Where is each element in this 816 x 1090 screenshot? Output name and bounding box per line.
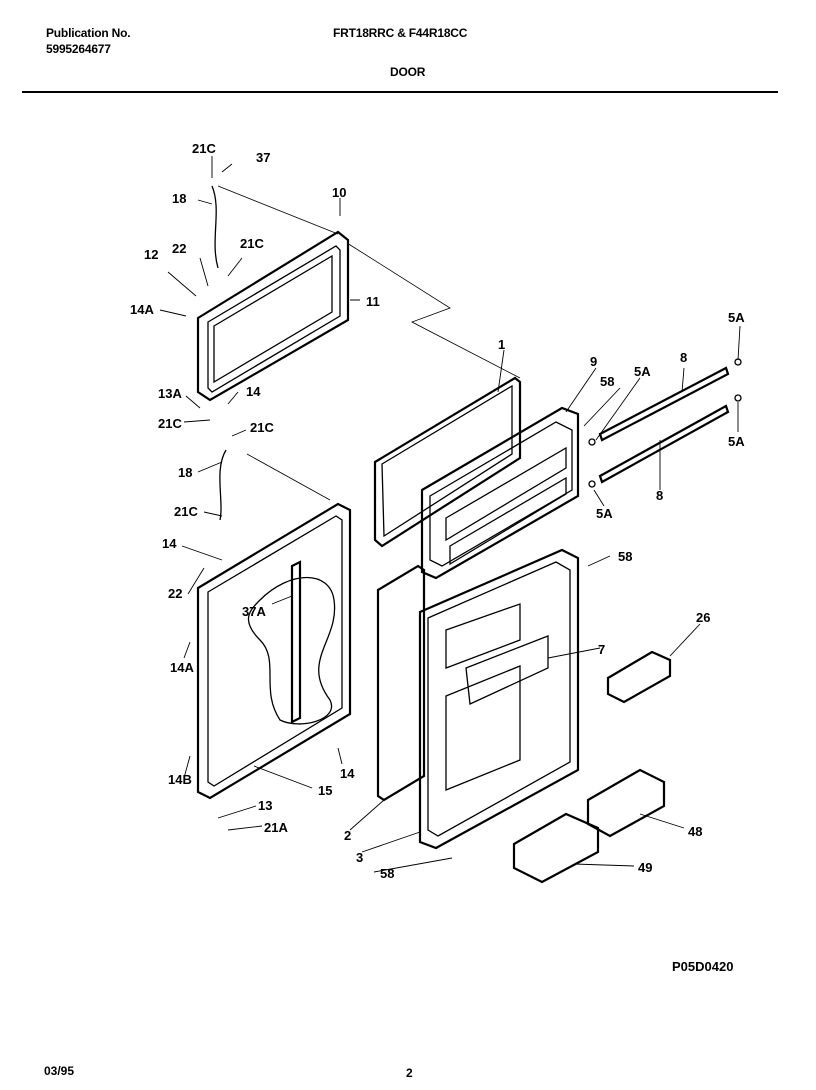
door-bin-large [586,768,666,838]
freezer-door-liner [196,230,350,402]
label-22: 22 [172,241,186,256]
label-7: 7 [598,642,605,657]
leader-lines [159,156,741,873]
fresh-food-door-liner [418,548,580,850]
label-18: 18 [172,191,186,206]
label-1: 1 [498,337,505,352]
label-21a: 21A [264,820,288,835]
label-10: 10 [332,185,346,200]
label-58: 58 [618,549,632,564]
fresh-food-door-outer [196,502,352,800]
wiring-harness-lower [219,449,227,521]
label-14: 14 [246,384,261,399]
shelf-end-cap [588,438,596,446]
label-11: 11 [366,294,380,309]
freezer-door-shelf-liner [420,406,580,580]
label-15: 15 [318,783,332,798]
wiring-harness-upper [211,185,219,269]
label-3: 3 [356,850,363,865]
label-48: 48 [688,824,702,839]
label-12: 12 [144,247,158,262]
label-58: 58 [380,866,394,881]
header-rule [22,91,778,93]
label-21c: 21C [174,504,198,519]
fresh-food-door-gasket [376,564,426,802]
label-9: 9 [590,354,597,369]
label-5a: 5A [596,506,613,521]
door-bin-small [512,812,600,884]
label-21c: 21C [192,141,216,156]
label-26: 26 [696,610,710,625]
publication-label: Publication No. [46,26,131,40]
label-21c: 21C [250,420,274,435]
label-8: 8 [656,488,663,503]
label-21c: 21C [240,236,264,251]
label-37: 37 [256,150,270,165]
label-2: 2 [344,828,351,843]
label-13: 13 [258,798,272,813]
model-title: FRT18RRC & F44R18CC [333,26,468,40]
label-14b: 14B [168,772,192,787]
label-5a: 5A [728,310,745,325]
diagram-code: P05D0420 [672,959,734,974]
shelf-end-cap [734,394,742,402]
shelf-bar-lower [598,404,730,484]
door-handle-channel [290,560,302,724]
label-8: 8 [680,350,687,365]
label-14: 14 [162,536,177,551]
dairy-bin [606,650,672,704]
foam-insulation [247,577,336,725]
page-number: 2 [406,1066,413,1080]
alignment-line [217,185,521,501]
label-58: 58 [600,374,614,389]
label-37a: 37A [242,604,266,619]
label-14a: 14A [130,302,154,317]
publication-number: 5995264677 [46,42,111,56]
label-13a: 13A [158,386,182,401]
label-14: 14 [340,766,355,781]
shelf-bar-upper [598,366,730,442]
label-21c: 21C [158,416,182,431]
label-18: 18 [178,465,192,480]
footer-date: 03/95 [44,1064,75,1078]
label-22: 22 [168,586,182,601]
label-49: 49 [638,860,652,875]
label-5a: 5A [634,364,651,379]
label-14a: 14A [170,660,194,675]
section-title: DOOR [390,65,426,79]
label-5a: 5A [728,434,745,449]
freezer-door-gasket [373,376,522,548]
shelf-end-cap [588,480,596,488]
